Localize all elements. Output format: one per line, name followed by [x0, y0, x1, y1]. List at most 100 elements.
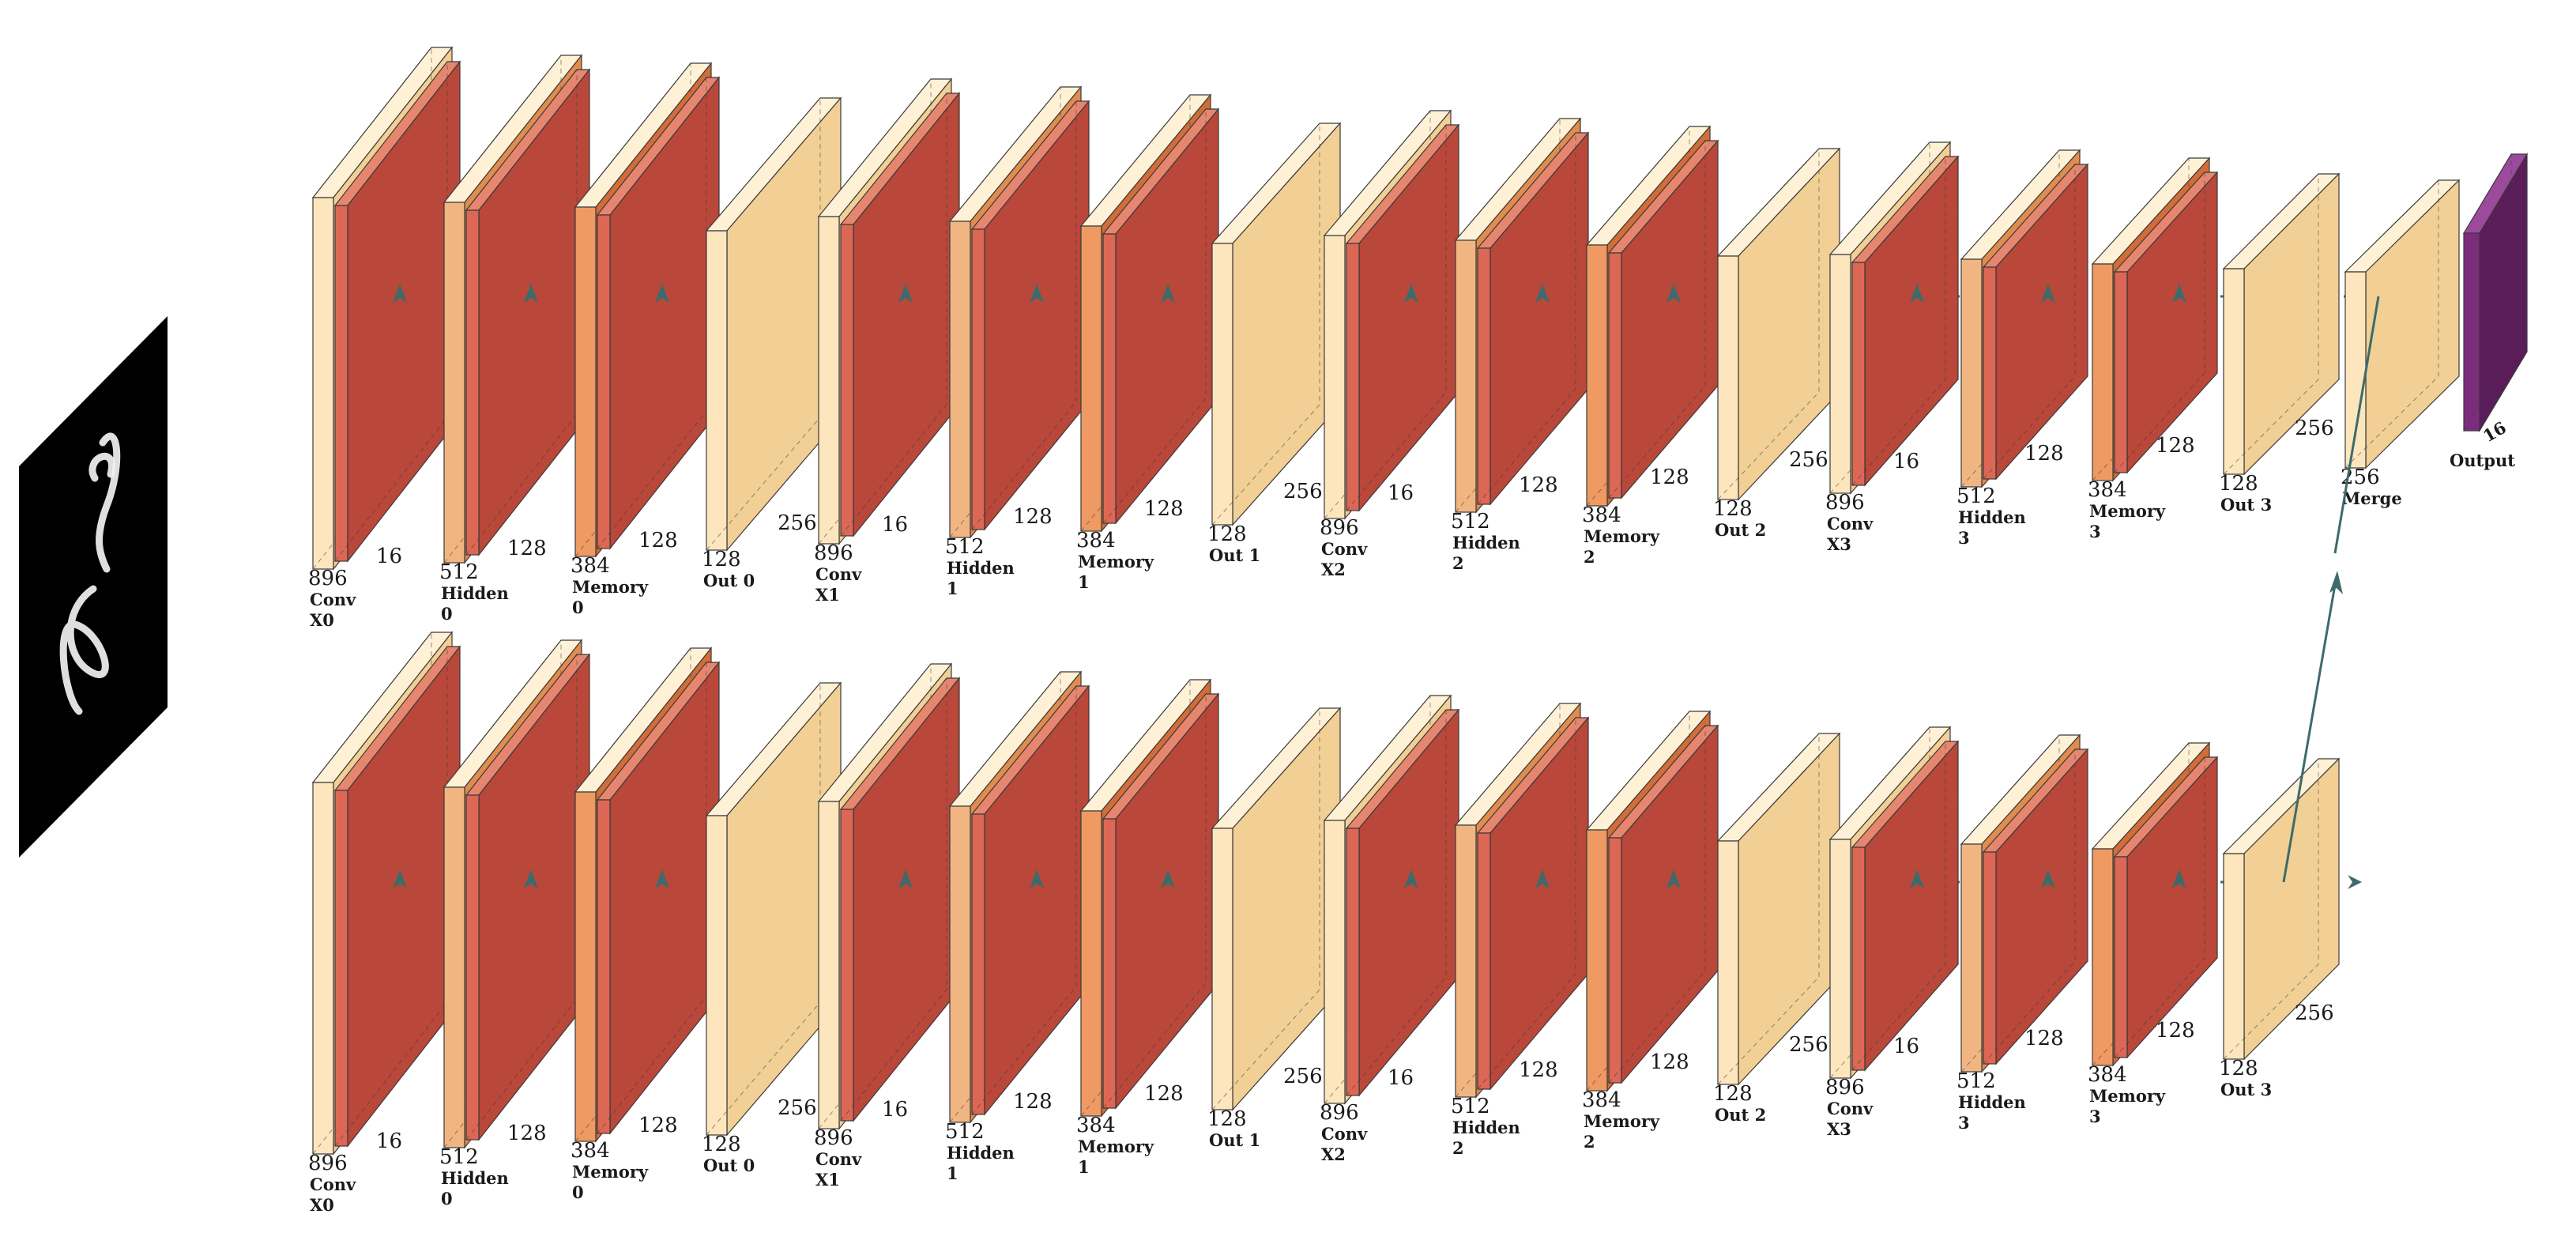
- layer-top-13-plate-front: [1983, 266, 1997, 480]
- layer-top-0-slab-front: [312, 197, 334, 570]
- layer-top-14-slab-front: [2092, 263, 2114, 481]
- layer-bottom-10-label-line-0: Memory: [1584, 1111, 1660, 1131]
- layer-top-10-depth: 128: [1650, 466, 1689, 489]
- layer-top-9-plate-front: [1477, 247, 1491, 505]
- layer-bottom-4-up-arrow: [898, 869, 913, 888]
- bottom-to-merge-arrow-head: [2329, 571, 2343, 594]
- layer-bottom-0-plate: [333, 645, 461, 1148]
- layer-bottom-4-depth: 16: [882, 1098, 908, 1122]
- layer-top-0-size: 896: [308, 567, 348, 590]
- layer-top-9-up-arrow: [1535, 284, 1550, 303]
- layer-bottom-13-label-line-0: Hidden: [1958, 1092, 2026, 1112]
- layer-bottom-10-plate-hidden-edge: [1608, 726, 1706, 1084]
- layer-top-10-plate: [1607, 139, 1719, 500]
- layer-bottom-15-size: 128: [2219, 1057, 2258, 1080]
- layer-bottom-9-label-line-1: 2: [1452, 1138, 1464, 1158]
- layer-bottom-0-label-line-0: Conv: [310, 1175, 356, 1194]
- layer-top-2-up-arrow: [655, 284, 669, 303]
- layer-top-7-size: 128: [1207, 522, 1247, 546]
- layer-top-5-up-arrow: [1030, 284, 1044, 303]
- layer-top-11-slab: [1716, 147, 1841, 501]
- layer-bottom-4-label-line-1: X1: [815, 1170, 840, 1190]
- layer-rows: 16896ConvX0128512Hidden0128384Memory0256…: [308, 46, 2529, 1215]
- layer-top-11-size: 128: [1713, 497, 1753, 521]
- layer-bottom-12-label-line-1: X3: [1827, 1119, 1851, 1139]
- layer-top-2-slab-front: [574, 206, 597, 557]
- layer-bottom-14-plate: [2113, 756, 2219, 1059]
- layer-top-15-depth: 256: [2295, 417, 2334, 440]
- layer-top-13-slab-front: [1960, 258, 1983, 488]
- layer-bottom-13-up-arrow: [2041, 869, 2055, 888]
- layer-bottom-13-plate: [1982, 748, 2089, 1065]
- layer-bottom-8-label-line-1: X2: [1321, 1144, 1346, 1164]
- layer-top-15-slab-front: [2223, 268, 2245, 475]
- merge-rise-line: [2333, 296, 2380, 554]
- layer-top-10-plate-hidden-edge: [1608, 141, 1706, 499]
- layer-top-4-plate-front: [840, 224, 854, 537]
- layer-top-3-slab-front: [706, 230, 728, 551]
- layer-top-7-depth: 256: [1283, 480, 1323, 503]
- layer-top-2-size: 384: [571, 554, 610, 578]
- layer-bottom-12-plate: [1851, 740, 1960, 1072]
- layer-top-14-plate-front: [2114, 271, 2128, 473]
- layer-bottom-8-up-arrow: [1404, 869, 1418, 888]
- layer-top-1-depth: 128: [507, 537, 547, 560]
- layer-top-4-depth: 16: [882, 513, 908, 537]
- layer-top-15-slab: [2222, 172, 2341, 476]
- layer-top-2-plate-front: [597, 214, 611, 549]
- layer-bottom-4-label-line-0: Conv: [815, 1149, 862, 1169]
- layer-top-12-plate-front: [1851, 262, 1866, 486]
- layer-top-6-label-line-1: 1: [1078, 572, 1090, 592]
- digit-stroke-upper: [96, 432, 121, 573]
- layer-bottom-11-size: 128: [1713, 1082, 1753, 1106]
- layer-top-9-depth: 128: [1519, 473, 1558, 497]
- layer-top-10-plate-front: [1608, 252, 1622, 499]
- layer-bottom-1-depth: 128: [507, 1122, 547, 1145]
- layer-top-13-size: 512: [1956, 485, 1996, 508]
- layer-bottom-0-size: 896: [308, 1152, 348, 1175]
- layer-top-8-slab-front: [1324, 235, 1346, 519]
- row-bottom: 16896ConvX0128512Hidden0128384Memory0256…: [308, 631, 2362, 1215]
- layer-bottom-9-label-line-0: Hidden: [1452, 1118, 1520, 1137]
- layer-bottom-7-depth: 256: [1283, 1065, 1323, 1088]
- layer-top-10-slab-front: [1586, 244, 1608, 507]
- layer-bottom-12-plate-hidden-edge: [1851, 741, 1946, 1071]
- layer-bottom-12-size: 896: [1825, 1076, 1865, 1099]
- layer-top-3-depth: 256: [778, 511, 817, 535]
- layer-top-12-depth: 16: [1893, 450, 1919, 473]
- layer-bottom-1-label-line-0: Hidden: [441, 1168, 509, 1188]
- layer-bottom-2-plate-front: [597, 799, 611, 1134]
- layer-bottom-7-slab-hidden-edge: [1211, 708, 1320, 1110]
- layer-top-14-plate: [2113, 171, 2219, 474]
- layer-top-8-label-line-1: X2: [1321, 560, 1346, 579]
- layer-top-16-slab-hidden-edge: [2344, 180, 2439, 469]
- digit-stroke-loop: [89, 452, 115, 482]
- layer-bottom-3-slab: [705, 681, 842, 1137]
- layer-bottom-10-depth: 128: [1650, 1050, 1689, 1074]
- layer-bottom-15-label-line-0: Out 3: [2220, 1080, 2272, 1099]
- layer-bottom-4-plate-hidden-edge: [840, 678, 947, 1122]
- layer-top-12-size: 896: [1825, 491, 1865, 515]
- layer-bottom-14-depth: 128: [2156, 1019, 2195, 1043]
- layer-top-2-depth: 128: [638, 529, 678, 552]
- layer-top-7-slab-hidden-edge: [1211, 123, 1320, 526]
- layer-bottom-10-plate-front: [1608, 837, 1622, 1084]
- layer-top-7-label-line-0: Out 1: [1209, 545, 1260, 565]
- layer-bottom-11-depth: 256: [1789, 1033, 1828, 1057]
- layer-top-10-label-line-1: 2: [1584, 547, 1595, 567]
- layer-bottom-14-plate-front: [2114, 856, 2128, 1058]
